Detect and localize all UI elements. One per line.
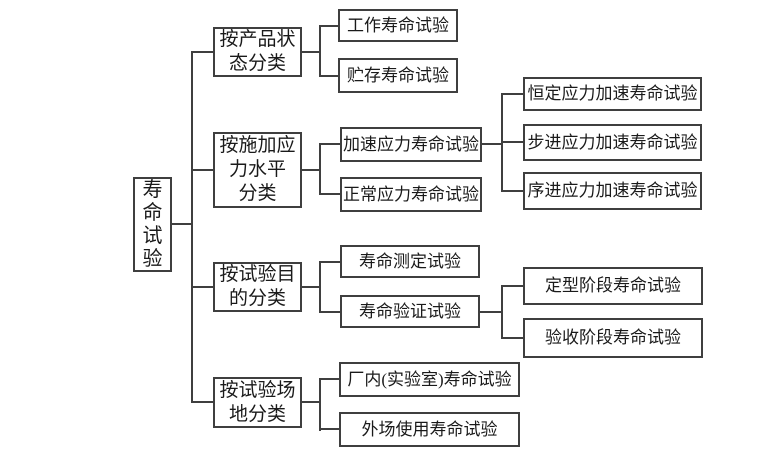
connector-line <box>320 378 339 380</box>
connector-line <box>319 25 321 77</box>
connector-line <box>302 401 320 403</box>
connector-line <box>320 193 340 195</box>
connector-line <box>192 401 213 403</box>
connector-line <box>320 261 340 263</box>
node-field-use-life-test: 外场使用寿命试验 <box>339 412 520 447</box>
node-by-test-site: 按试验场 地分类 <box>213 377 302 428</box>
connector-line <box>302 286 320 288</box>
connector-line <box>502 93 523 95</box>
connector-line <box>482 143 502 145</box>
connector-line <box>320 75 338 77</box>
node-life-verification-test: 寿命验证试验 <box>340 295 480 328</box>
connector-line <box>501 285 503 339</box>
node-by-product-state: 按产品状 态分类 <box>213 27 302 77</box>
node-working-life-test: 工作寿命试验 <box>338 9 458 42</box>
node-constant-stress-accelerated-test: 恒定应力加速寿命试验 <box>523 77 702 111</box>
connector-line <box>502 337 523 339</box>
connector-line <box>320 143 340 145</box>
node-life-measurement-test: 寿命测定试验 <box>340 245 480 278</box>
connector-line <box>191 51 193 403</box>
node-normal-stress-life-test: 正常应力寿命试验 <box>340 177 482 212</box>
node-accelerated-stress-life-test: 加速应力寿命试验 <box>340 127 482 162</box>
node-storage-life-test: 贮存寿命试验 <box>338 58 458 93</box>
connector-line <box>319 261 321 313</box>
connector-line <box>502 141 523 143</box>
connector-line <box>320 428 339 430</box>
node-by-stress-level: 按施加应 力水平 分类 <box>213 132 302 208</box>
connector-line <box>480 311 502 313</box>
connector-line <box>172 223 192 225</box>
connector-line <box>192 51 213 53</box>
node-step-stress-accelerated-test: 步进应力加速寿命试验 <box>523 124 702 161</box>
node-life-test: 寿命试验 <box>133 177 172 272</box>
connector-line <box>302 51 320 53</box>
node-by-test-purpose: 按试验目 的分类 <box>213 262 302 312</box>
node-in-factory-lab-life-test: 厂内(实验室)寿命试验 <box>339 362 520 397</box>
connector-line <box>319 143 321 195</box>
connector-line <box>319 378 321 431</box>
connector-line <box>192 286 213 288</box>
node-acceptance-stage-life-test: 验收阶段寿命试验 <box>523 318 703 358</box>
connector-line <box>320 25 338 27</box>
connector-line <box>192 169 213 171</box>
connector-line <box>320 311 340 313</box>
connector-line <box>502 285 523 287</box>
connector-line <box>502 190 523 192</box>
node-finalization-stage-life-test: 定型阶段寿命试验 <box>523 267 703 305</box>
node-progressive-stress-accelerated-test: 序进应力加速寿命试验 <box>523 172 702 210</box>
connector-line <box>302 169 320 171</box>
